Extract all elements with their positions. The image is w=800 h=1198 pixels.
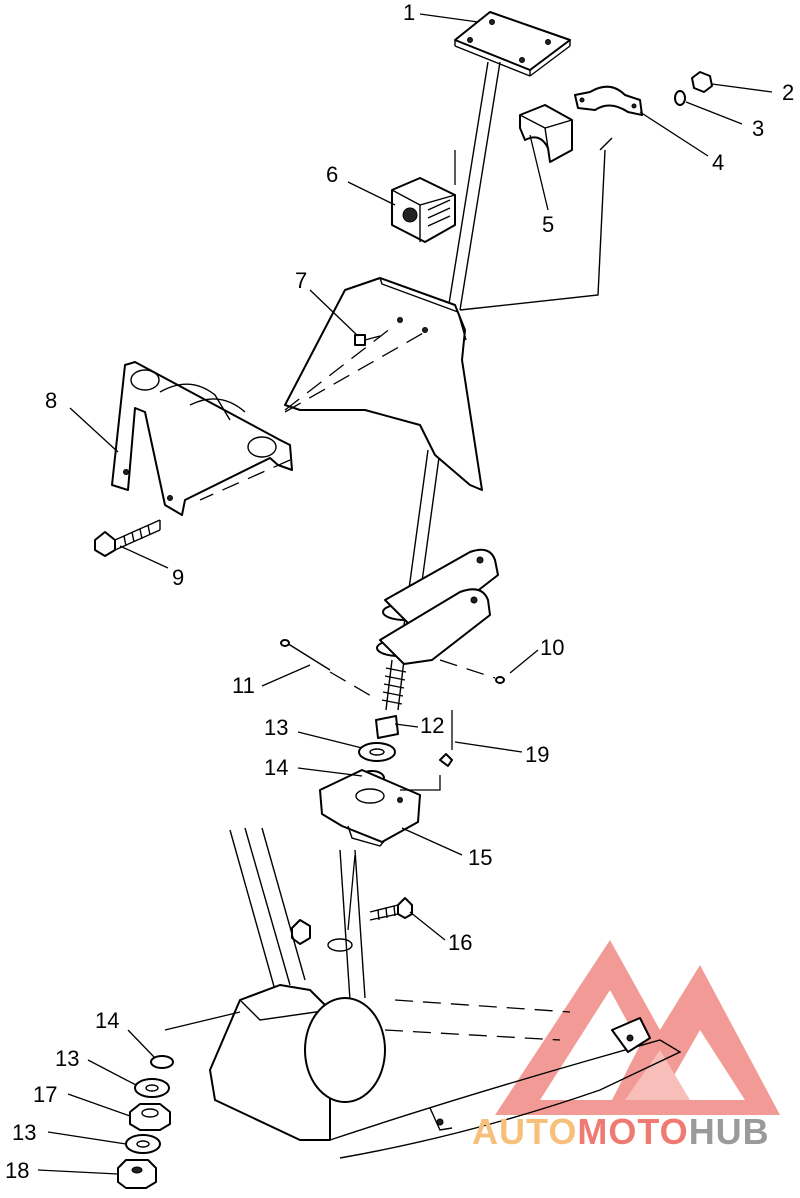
front-frame <box>209 827 682 1159</box>
bushing-block <box>391 177 456 243</box>
callout-18: 18 <box>5 1158 29 1183</box>
callout-1: 1 <box>403 0 415 25</box>
callout-13a: 13 <box>264 715 288 740</box>
callout-10: 10 <box>540 635 564 660</box>
nut-washer <box>674 71 713 106</box>
watermark-hub: HUB <box>689 1111 770 1152</box>
watermark-moto: MOTO <box>577 1111 688 1152</box>
callout-13c: 13 <box>12 1120 36 1145</box>
callout-4: 4 <box>712 150 724 175</box>
clamp-strap <box>574 85 643 116</box>
bushing-half <box>519 104 573 163</box>
lower-bearing-stack <box>319 715 453 847</box>
assembly-lines <box>164 137 613 1031</box>
bolt-16 <box>291 897 413 952</box>
callout-labels: 1 2 3 4 5 6 7 8 9 10 11 12 13 14 19 15 1… <box>5 0 794 1183</box>
callout-8: 8 <box>45 388 57 413</box>
gusset-plate <box>284 277 483 491</box>
callout-2: 2 <box>782 80 794 105</box>
callout-14a: 14 <box>264 755 288 780</box>
bolt-9 <box>94 519 161 557</box>
callout-3: 3 <box>752 116 764 141</box>
callout-14b: 14 <box>95 1008 119 1033</box>
screw-7 <box>354 334 381 346</box>
callout-11: 11 <box>232 673 255 698</box>
callout-13b: 13 <box>55 1046 79 1071</box>
svg-text:AUTOMOTOHUB: AUTOMOTOHUB <box>472 1111 770 1152</box>
callout-12: 12 <box>420 713 444 738</box>
callout-5: 5 <box>542 212 554 237</box>
spindle-hardware <box>117 1055 174 1189</box>
pitman-arm <box>379 548 499 665</box>
watermark-auto: AUTO <box>472 1111 577 1152</box>
callout-6: 6 <box>326 162 338 187</box>
leader-lines <box>37 13 773 1175</box>
bracket <box>111 361 293 516</box>
callout-17: 17 <box>33 1082 57 1107</box>
callout-9: 9 <box>172 565 184 590</box>
cotter-pins <box>280 639 505 684</box>
callout-7: 7 <box>295 268 307 293</box>
callout-16: 16 <box>448 930 472 955</box>
callout-19: 19 <box>525 742 549 767</box>
callout-15: 15 <box>468 845 492 870</box>
watermark-text: AUTOMOTOHUB <box>472 1111 770 1152</box>
